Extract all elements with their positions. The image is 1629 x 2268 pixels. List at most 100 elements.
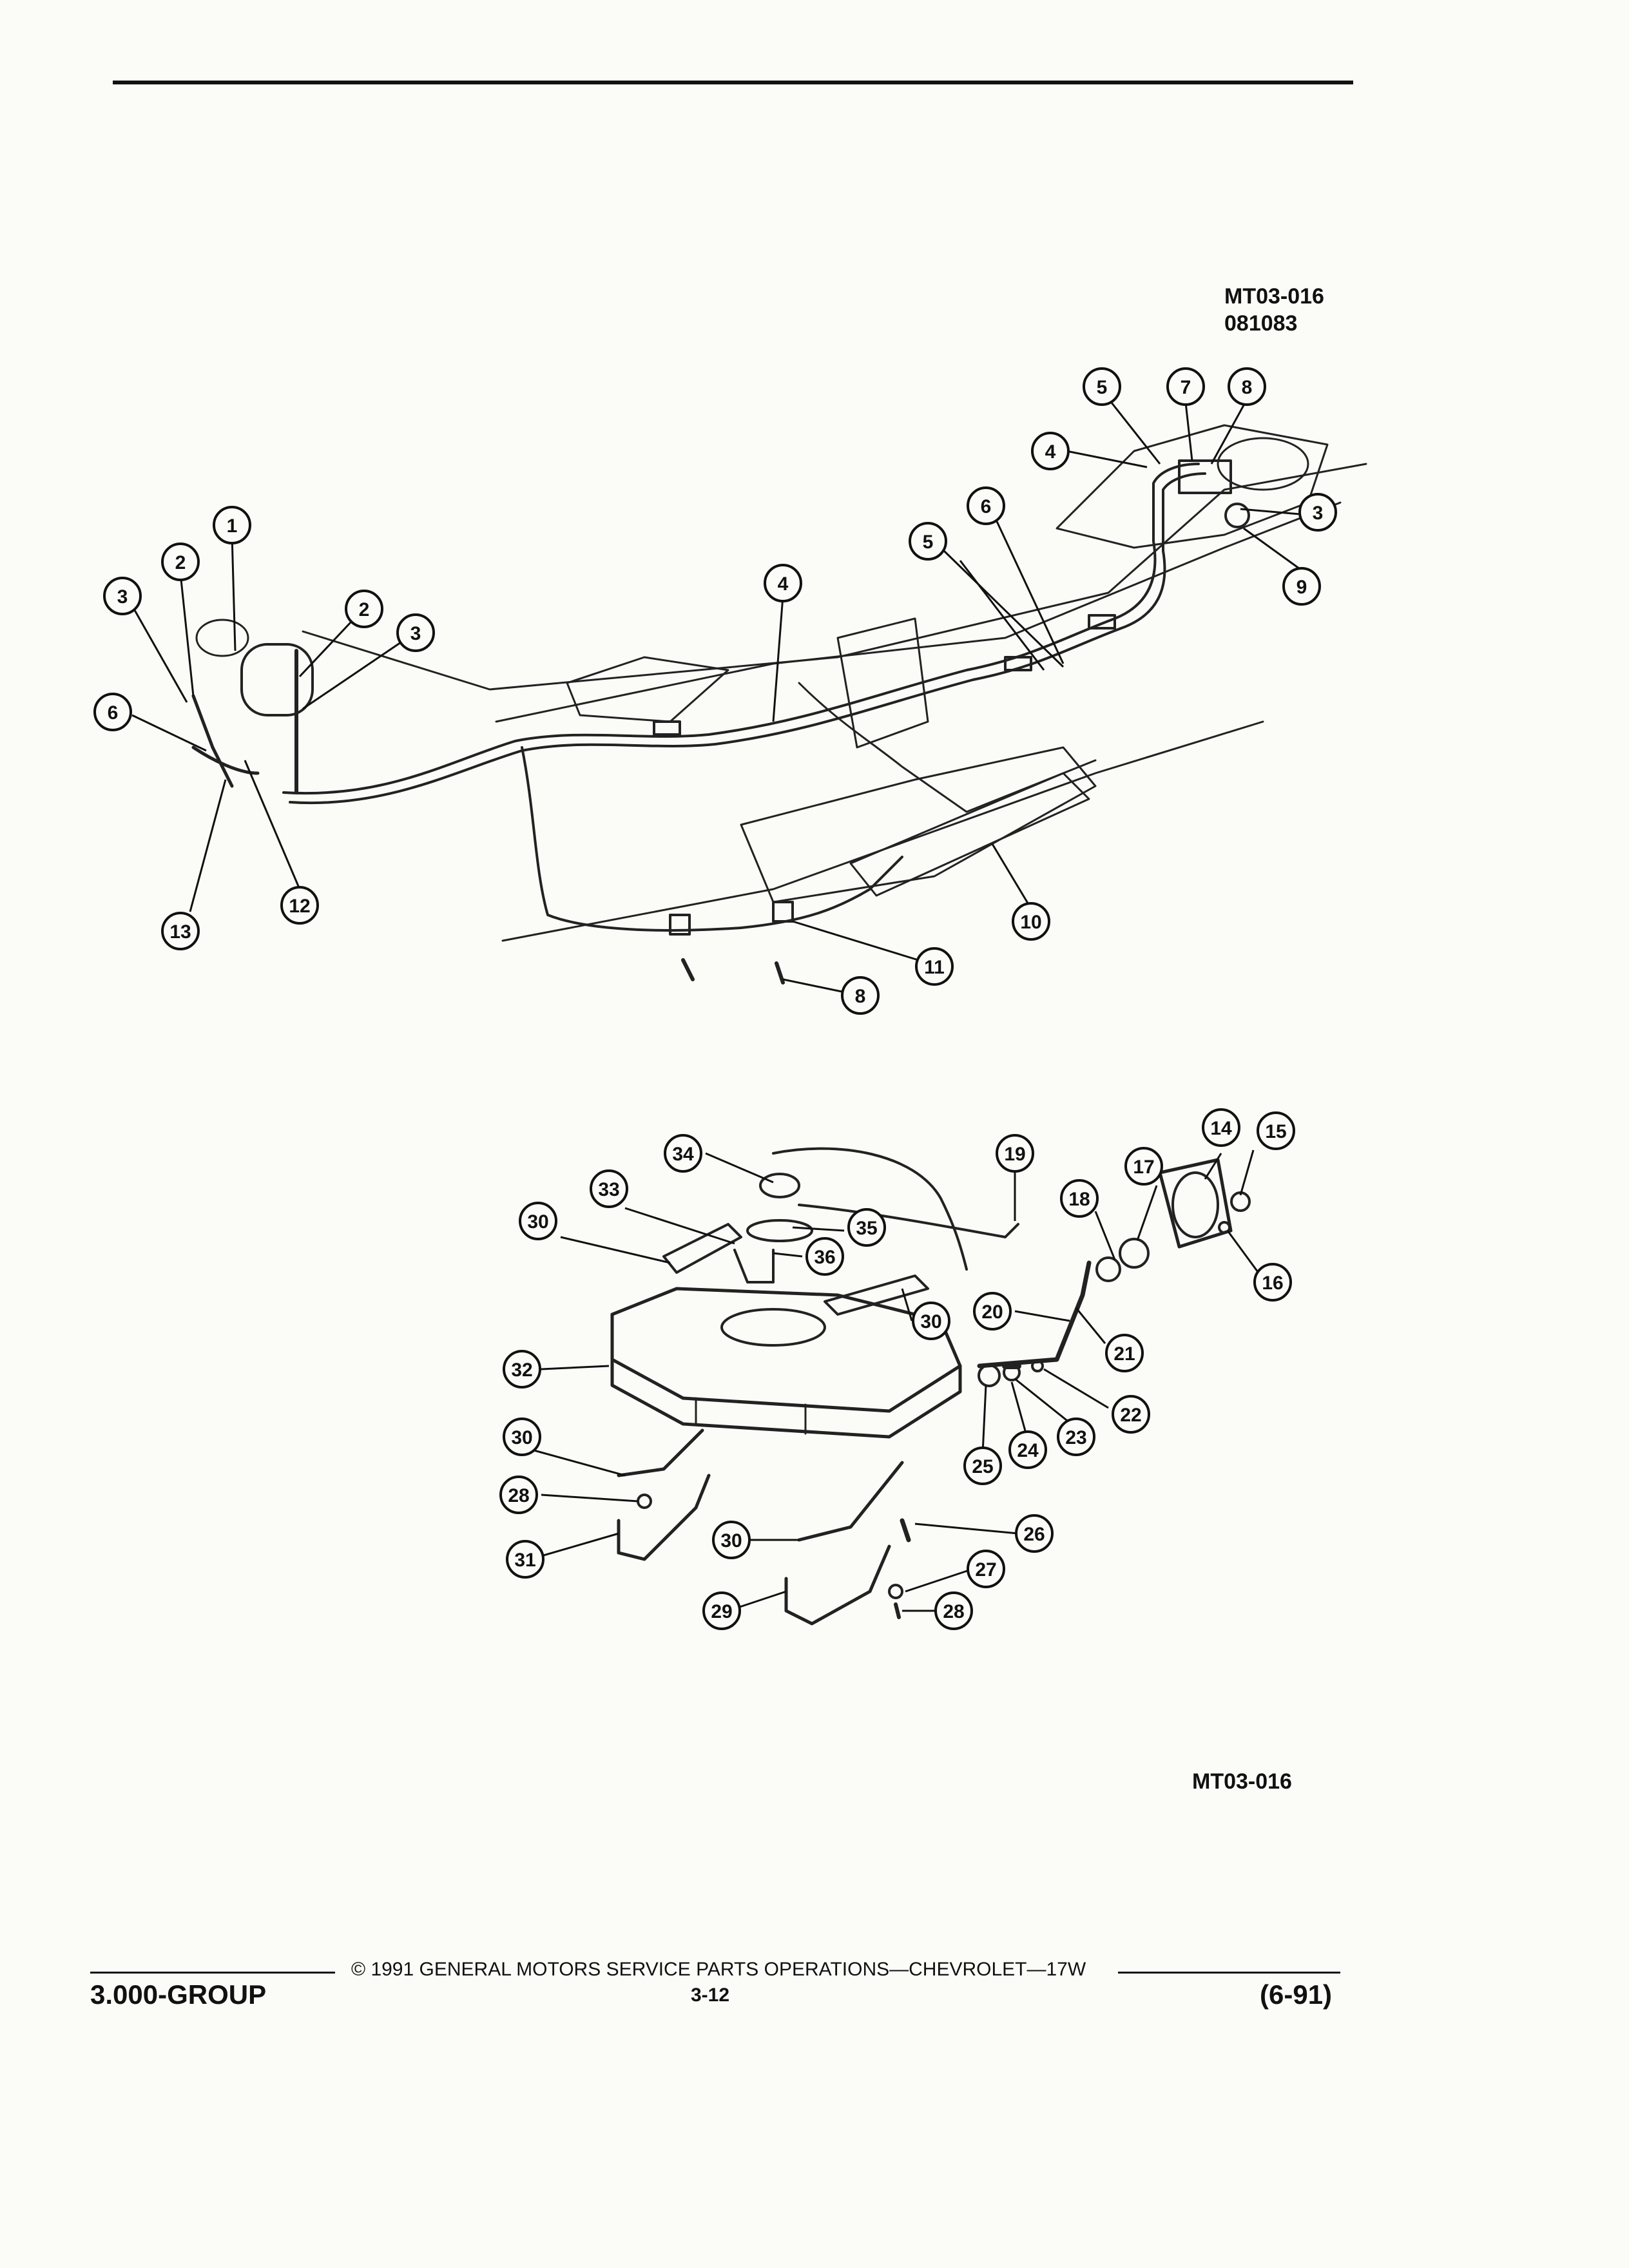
footer-copyright: © 1991 GENERAL MOTORS SERVICE PARTS OPER… [351, 1959, 1086, 1980]
bottom-callout-circle [1060, 1179, 1099, 1218]
bottom-callout-circle [1057, 1418, 1095, 1456]
bottom-callout-label: 19 [1004, 1144, 1025, 1165]
top-callout-circle [93, 693, 132, 731]
bottom-callout-label: 30 [720, 1530, 742, 1552]
bottom-callout-label: 31 [514, 1550, 535, 1571]
top-callout-circle [1012, 902, 1050, 941]
bottom-callout-circle [996, 1134, 1034, 1173]
bottom-callout-circle [702, 1591, 741, 1630]
bottom-callout-label: 14 [1210, 1118, 1232, 1139]
bottom-callout-label: 22 [1120, 1405, 1141, 1426]
top-callout-label: 9 [1296, 577, 1307, 598]
top-callout-circle [1228, 367, 1266, 406]
top-callout-circle [909, 522, 947, 561]
figure-id: MT03-016 [1224, 284, 1324, 309]
bottom-callout-label: 30 [527, 1211, 548, 1233]
top-callout-circle [280, 886, 319, 925]
bottom-callout-circle [1015, 1514, 1054, 1553]
underbody-fuel-lines-drawing [191, 424, 1367, 985]
top-callout-label: 6 [981, 496, 992, 517]
top-callout-circle [841, 976, 880, 1015]
footer-revision: (6-91) [1260, 1979, 1333, 2010]
top-callout-circle [345, 590, 383, 628]
bottom-callout-circle [1008, 1430, 1047, 1469]
footer-group: 3.000-GROUP [90, 1979, 267, 2010]
bottom-callout-label: 18 [1068, 1189, 1090, 1210]
bottom-callout-circle [973, 1292, 1012, 1331]
footer-page-number: 3-12 [691, 1984, 730, 2006]
bottom-callout-circle [519, 1202, 557, 1240]
top-callout-label: 5 [923, 532, 934, 553]
top-callout-circle [1083, 367, 1121, 406]
top-callout-label: 7 [1181, 377, 1191, 398]
bottom-callout-circle [590, 1169, 628, 1208]
bottom-callout-label: 29 [711, 1601, 732, 1622]
bottom-callout-label: 28 [943, 1601, 964, 1622]
bottom-callout-circle [503, 1350, 541, 1389]
footer-rule-right [1118, 1972, 1340, 1974]
bottom-callout-circle [503, 1418, 541, 1456]
bottom-callout-circle [712, 1521, 751, 1559]
top-callout-circle [764, 564, 802, 602]
top-callout-label: 3 [1313, 503, 1324, 524]
bottom-callout-circle [934, 1591, 973, 1630]
top-callout-label: 11 [924, 957, 945, 978]
footer-rule-left [90, 1972, 335, 1974]
top-callout-circle [915, 947, 954, 986]
bottom-callout-label: 27 [975, 1559, 996, 1581]
top-callout-circle [103, 577, 142, 615]
bottom-callout-label: 33 [598, 1179, 619, 1200]
top-callout-label: 5 [1097, 377, 1108, 398]
bottom-callout-label: 28 [508, 1485, 529, 1506]
bottom-callout-circle [506, 1540, 545, 1579]
top-callout-circle [396, 613, 435, 652]
bottom-callout-circle [805, 1237, 844, 1276]
bottom-callout-circle [1105, 1334, 1144, 1372]
figure-id-bottom: MT03-016 [1192, 1769, 1292, 1794]
bottom-callout-label: 15 [1265, 1121, 1286, 1142]
bottom-callout-label: 35 [856, 1218, 877, 1239]
top-callout-circle [161, 912, 200, 950]
bottom-callout-label: 25 [972, 1456, 993, 1477]
bottom-callout-label: 34 [672, 1144, 694, 1165]
bottom-callout-circle [912, 1302, 950, 1340]
bottom-callout-circle [1202, 1108, 1240, 1147]
top-leader-lines [131, 399, 1315, 997]
top-callout-label: 2 [175, 552, 186, 573]
top-callout-label: 8 [1242, 377, 1253, 398]
bottom-callout-label: 17 [1133, 1157, 1154, 1178]
top-callout-label: 4 [778, 573, 789, 595]
bottom-callout-circle [1257, 1111, 1295, 1150]
top-callout-circle [967, 486, 1005, 525]
bottom-callout-circle [963, 1446, 1002, 1485]
fuel-tank-exploded-drawing [610, 1147, 1251, 1626]
bottom-callout-label: 30 [920, 1311, 941, 1332]
top-callout-label: 10 [1020, 912, 1041, 933]
bottom-callout-label: 32 [511, 1360, 532, 1381]
top-callout-label: 4 [1045, 441, 1056, 463]
bottom-callout-label: 26 [1023, 1524, 1045, 1545]
top-callout-label: 3 [410, 623, 421, 644]
bottom-callout-label: 20 [981, 1302, 1003, 1323]
bottom-callout-circle [1112, 1395, 1150, 1434]
top-callout-circle [161, 543, 200, 581]
top-callout-label: 13 [169, 921, 191, 943]
top-callout-circle [1298, 493, 1337, 532]
bottom-callout-label: 36 [814, 1247, 835, 1268]
top-callout-label: 12 [289, 896, 310, 917]
top-callout-circle [1031, 432, 1070, 470]
top-callout-circle [1166, 367, 1205, 406]
bottom-callout-label: 30 [511, 1427, 532, 1448]
top-callout-label: 1 [227, 515, 238, 537]
bottom-callout-label: 24 [1017, 1440, 1039, 1461]
top-callout-label: 3 [117, 586, 128, 608]
top-callout-circle [213, 506, 251, 544]
bottom-callout-label: 23 [1065, 1427, 1086, 1448]
bottom-callout-circle [499, 1475, 538, 1514]
top-callout-circle [1282, 567, 1321, 606]
bottom-callout-label: 21 [1113, 1343, 1135, 1365]
bottom-callout-circle [1124, 1147, 1163, 1186]
bottom-callout-circle [664, 1134, 702, 1173]
